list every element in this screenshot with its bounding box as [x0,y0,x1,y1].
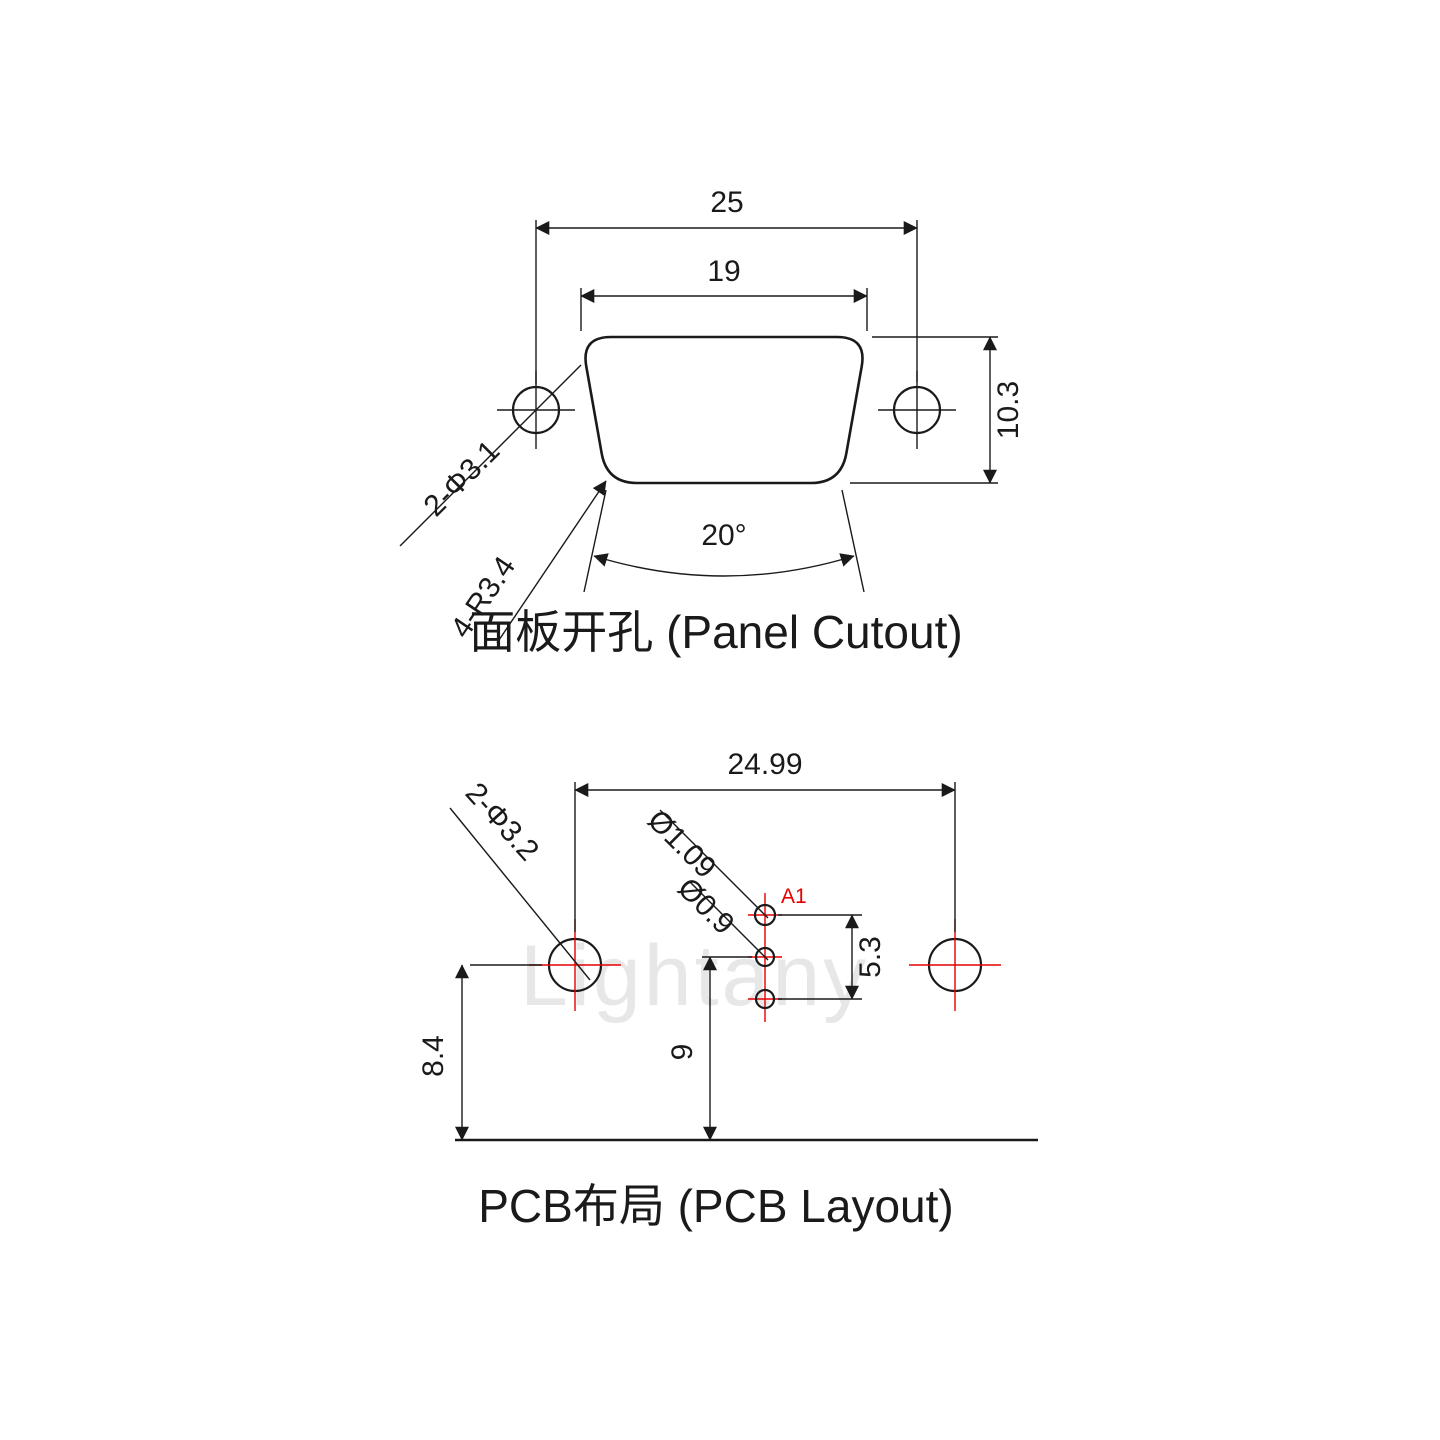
pin-hole-3 [754,988,776,1010]
watermark-text: Lightany [520,928,869,1024]
dim-9-label: 9 [666,1044,699,1061]
pin-hole-2 [754,946,776,968]
pcb-right-mount-hole [909,919,1001,1011]
dim-25-label: 25 [710,186,743,219]
dim-20-deg-label: 20° [701,519,746,552]
dim-9: 9 [666,956,752,1141]
dim-5-3: 5.3 [778,914,887,1000]
dim-20-deg: 20° [583,489,865,593]
callout-2-phi-3-1: 2-Φ3.1 [399,364,582,547]
callout-phi-1-09-label: Ø1.09 [641,804,722,885]
pcb-left-mount-hole [529,919,621,1011]
dim-8-4-label: 8.4 [417,1035,450,1077]
callout-2-phi-3-2-label: 2-Φ3.2 [459,777,545,868]
callout-2-phi-3-1-label: 2-Φ3.1 [418,434,507,523]
panel-cutout-view: 25 19 10.3 20° 2-Φ3.1 [399,186,1025,658]
dim-10-3: 10.3 [850,336,1025,484]
dim-19: 19 [580,255,868,331]
pcb-layout-title: PCB布局 (PCB Layout) [478,1180,953,1232]
panel-cutout-title: 面板开孔 (Panel Cutout) [469,606,962,658]
panel-right-mount-hole [878,371,956,449]
dim-10-3-label: 10.3 [992,381,1025,439]
dim-24-99-label: 24.99 [727,748,802,781]
dim-19-label: 19 [707,255,740,288]
pin-a1-hole [753,903,777,927]
pin-a1-label: A1 [781,885,807,908]
dim-24-99: 24.99 [574,748,956,932]
dsub-cutout-outline [584,335,864,485]
dim-8-4: 8.4 [417,964,542,1141]
dim-25: 25 [535,186,918,384]
dim-5-3-label: 5.3 [854,936,887,978]
